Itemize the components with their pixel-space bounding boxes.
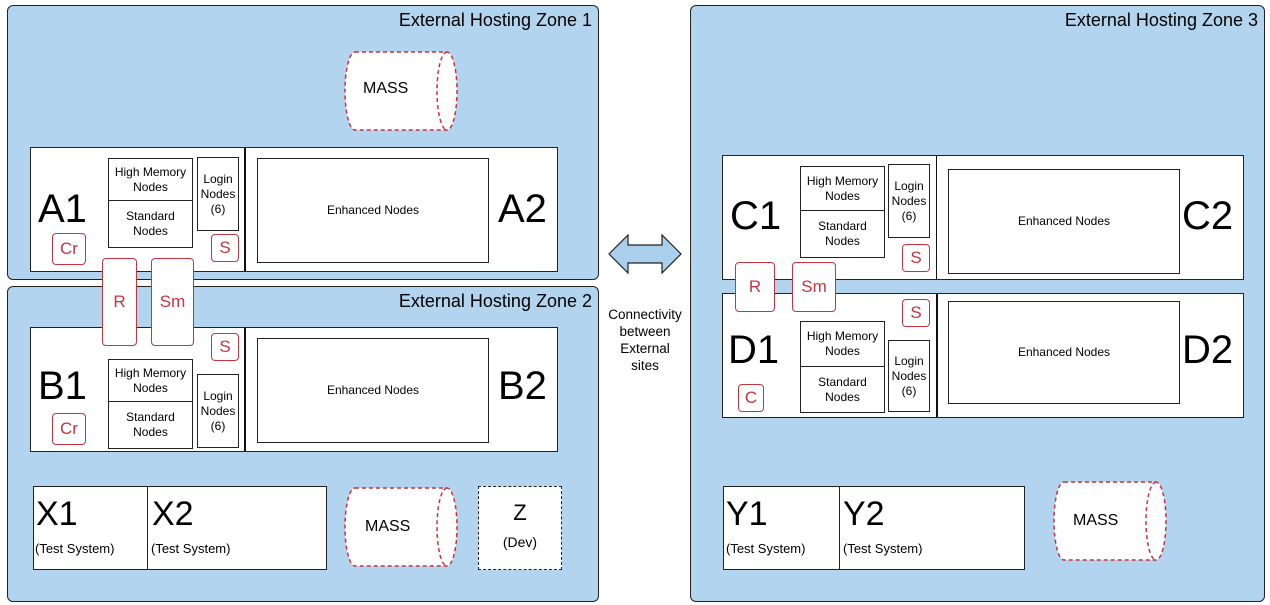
enhanced-nodes-a: Enhanced Nodes — [257, 158, 489, 263]
cluster-b1-label: B1 — [38, 364, 87, 408]
zone-1-title: External Hosting Zone 1 — [398, 10, 592, 30]
service-cr-b: Cr — [52, 413, 86, 445]
service-r-shared-cd: R — [735, 262, 775, 312]
cluster-d2-label: D2 — [1182, 328, 1234, 372]
service-sm-shared-ab: Sm — [151, 258, 194, 346]
mass-label-zone-3: MASS — [1073, 512, 1119, 529]
test-system-y-divider — [839, 487, 840, 569]
cluster-b2-label: B2 — [498, 364, 547, 408]
mass-storage-cylinder-zone-2 — [344, 487, 458, 567]
test-system-y1-label: Y1 — [726, 495, 768, 533]
cluster-c1-label: C1 — [730, 194, 782, 238]
connectivity-label: Connectivity between External sites — [608, 307, 682, 373]
service-r-shared-ab: R — [102, 258, 137, 346]
cluster-a1-label: A1 — [38, 187, 87, 231]
service-s-a: S — [211, 234, 239, 262]
test-system-y2-label: Y2 — [843, 495, 885, 533]
cluster-a-divider — [244, 148, 246, 271]
service-s-d: S — [902, 299, 930, 327]
cluster-d1-label: D1 — [728, 328, 780, 372]
enhanced-nodes-b: Enhanced Nodes — [257, 338, 489, 443]
zone-3-title: External Hosting Zone 3 — [1064, 10, 1258, 30]
test-system-y2-subtitle: (Test System) — [843, 541, 923, 556]
test-system-y1-subtitle: (Test System) — [726, 541, 806, 556]
service-c-d: C — [738, 384, 764, 412]
mass-label-zone-2: MASS — [365, 518, 411, 535]
zone-2-title: External Hosting Zone 2 — [398, 291, 592, 311]
test-system-x — [33, 486, 327, 570]
bidirectional-arrow-icon — [608, 233, 682, 275]
test-system-x1-label: X1 — [36, 495, 78, 533]
dev-system-z-title: Z — [513, 500, 527, 525]
test-system-x1-subtitle: (Test System) — [35, 541, 115, 556]
cluster-c2-label: C2 — [1182, 194, 1234, 238]
test-system-x2-subtitle: (Test System) — [151, 541, 231, 556]
dev-system-z-subtitle: (Dev) — [502, 534, 538, 550]
mass-storage-cylinder-zone-1 — [344, 51, 458, 131]
service-sm-shared-cd: Sm — [792, 262, 836, 312]
test-system-x-divider — [147, 487, 148, 569]
dev-system-z — [478, 486, 562, 570]
enhanced-nodes-c: Enhanced Nodes — [948, 169, 1180, 274]
mass-storage-cylinder-zone-3 — [1053, 481, 1167, 561]
service-s-c: S — [902, 244, 930, 272]
cluster-a2-label: A2 — [498, 187, 547, 231]
cluster-b-divider — [244, 328, 246, 451]
cluster-d-divider — [936, 294, 938, 417]
test-system-x2-label: X2 — [152, 495, 194, 533]
service-cr-a: Cr — [52, 233, 86, 265]
cluster-c-divider — [936, 156, 937, 279]
mass-label-zone-1: MASS — [363, 80, 409, 97]
enhanced-nodes-d: Enhanced Nodes — [948, 301, 1180, 404]
test-system-y — [723, 486, 1025, 570]
service-s-b: S — [211, 333, 239, 361]
